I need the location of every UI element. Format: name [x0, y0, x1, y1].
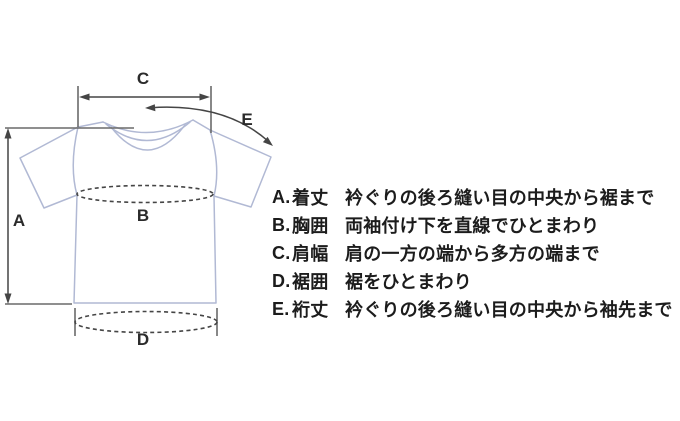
legend-item-b: B. 胸囲 両袖付け下を直線でひとまわり [272, 211, 672, 239]
measure-label-b: B [136, 206, 150, 225]
measure-label-a: A [12, 211, 26, 230]
legend-description: 衿ぐりの後ろ縫い目の中央から裾まで [345, 188, 655, 209]
measure-c-arrowhead-right [199, 93, 210, 101]
collar-outer-arc [102, 119, 194, 134]
legend-term: 着丈 [292, 188, 329, 209]
collar-band-arc [105, 121, 191, 142]
measure-a-arrowhead-top [4, 128, 12, 139]
right-sleeve-outline [209, 129, 272, 208]
measure-a-arrowhead-bottom [4, 293, 12, 304]
measure-label-c: C [136, 69, 150, 88]
legend-item-d: D. 裾囲 裾をひとまわり [272, 267, 672, 295]
legend-description: 衿ぐりの後ろ縫い目の中央から袖先まで [345, 300, 673, 321]
chest-circumference-ellipse [76, 184, 214, 204]
shirt-body-outline [72, 126, 218, 304]
hem-circumference-ellipse [74, 310, 218, 334]
legend-letter: D. [272, 270, 291, 291]
shirt-right-shoulder-line [192, 119, 211, 131]
legend-letter: B. [272, 214, 291, 235]
collar-inner-arc [110, 124, 186, 151]
measure-label-e: E [241, 110, 253, 129]
measurement-legend: A. 着丈 衿ぐりの後ろ縫い目の中央から裾まで B. 胸囲 両袖付け下を直線でひ… [272, 183, 672, 323]
legend-description: 肩の一方の端から多方の端まで [345, 244, 600, 265]
legend-letter: A. [272, 186, 291, 207]
legend-item-c: C. 肩幅 肩の一方の端から多方の端まで [272, 239, 672, 267]
measure-label-d: D [136, 330, 150, 349]
legend-term: 裾囲 [292, 272, 329, 293]
legend-item-a: A. 着丈 衿ぐりの後ろ縫い目の中央から裾まで [272, 183, 672, 211]
legend-letter: C. [272, 242, 291, 263]
measure-e-arrowhead-left [145, 104, 156, 112]
legend-term: 胸囲 [292, 216, 329, 237]
legend-item-e: E. 裄丈 衿ぐりの後ろ縫い目の中央から袖先まで [272, 295, 672, 323]
legend-term: 裄丈 [292, 300, 329, 321]
legend-description: 両袖付け下を直線でひとまわり [345, 216, 600, 237]
legend-term: 肩幅 [292, 244, 329, 265]
shirt-left-shoulder-line [77, 121, 104, 128]
measure-e-arrow-curve [150, 106, 269, 142]
legend-description: 裾をひとまわり [345, 272, 472, 293]
legend-letter: E. [272, 298, 290, 319]
measure-e-arrowhead-right [262, 136, 273, 146]
measure-c-arrowhead-left [79, 93, 90, 101]
left-sleeve-outline [19, 126, 79, 209]
